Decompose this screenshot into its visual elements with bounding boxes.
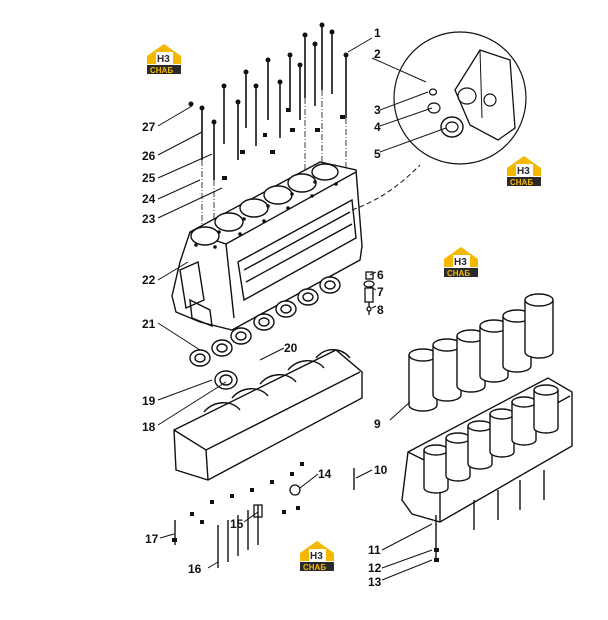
- logo-snab-3: H3 СНАБ: [444, 247, 478, 278]
- head-bolt-heads: [188, 22, 349, 180]
- callout-18: 18: [142, 420, 156, 434]
- callout-11: 11: [368, 543, 381, 557]
- logo-caption: СНАБ: [510, 178, 533, 187]
- cylinder-liners: [408, 293, 554, 412]
- callout-23: 23: [142, 212, 156, 226]
- callout-13: 13: [368, 575, 382, 589]
- callout-4: 4: [374, 120, 381, 134]
- callout-25: 25: [142, 171, 156, 185]
- oil-jet-parts: [363, 271, 375, 315]
- crankcase-lower: [173, 349, 363, 481]
- callout-26: 26: [142, 149, 156, 163]
- bottom-nuts: [172, 462, 439, 562]
- logo-snab-4: H3 СНАБ: [300, 541, 334, 572]
- callout-9: 9: [374, 417, 381, 431]
- callout-3: 3: [374, 103, 381, 117]
- block-bolt-holes: [194, 180, 338, 249]
- head-bolts: [201, 25, 347, 180]
- callout-5: 5: [374, 147, 381, 161]
- logo-badge: H3: [157, 54, 170, 65]
- callout-17: 17: [145, 532, 159, 546]
- main-bearing-shells-upper: [189, 276, 341, 390]
- detail-magnifier: [351, 31, 527, 211]
- callout-19: 19: [142, 394, 156, 408]
- callout-16: 16: [188, 562, 202, 576]
- leader-lines: [157, 37, 447, 581]
- callout-1: 1: [374, 26, 381, 40]
- logo-caption: СНАБ: [447, 269, 470, 278]
- callout-8: 8: [377, 303, 384, 317]
- callout-24: 24: [142, 192, 156, 206]
- callout-numbers: 1 2 3 4 5 6 7 8 9 10 11 12 13 14 15 16 1…: [142, 26, 388, 589]
- logo-badge: H3: [454, 257, 467, 268]
- logo-snab-1: H3 СНАБ: [147, 44, 181, 75]
- callout-7: 7: [377, 285, 384, 299]
- callout-15: 15: [230, 517, 244, 531]
- callout-20: 20: [284, 341, 298, 355]
- logo-caption: СНАБ: [303, 563, 326, 572]
- block-with-liners: [401, 377, 573, 523]
- callout-22: 22: [142, 273, 156, 287]
- callout-6: 6: [377, 268, 384, 282]
- cylinder-block-upper: [171, 161, 363, 331]
- callout-14: 14: [318, 467, 332, 481]
- callout-10: 10: [374, 463, 388, 477]
- logo-caption: СНАБ: [150, 66, 173, 75]
- logo-badge: H3: [517, 166, 530, 177]
- callout-12: 12: [368, 561, 382, 575]
- callout-27: 27: [142, 120, 156, 134]
- logo-snab-2: H3 СНАБ: [507, 156, 541, 187]
- callout-21: 21: [142, 317, 156, 331]
- logo-badge: H3: [310, 551, 323, 562]
- bottom-bolts: [174, 468, 545, 568]
- callout-2: 2: [374, 47, 381, 61]
